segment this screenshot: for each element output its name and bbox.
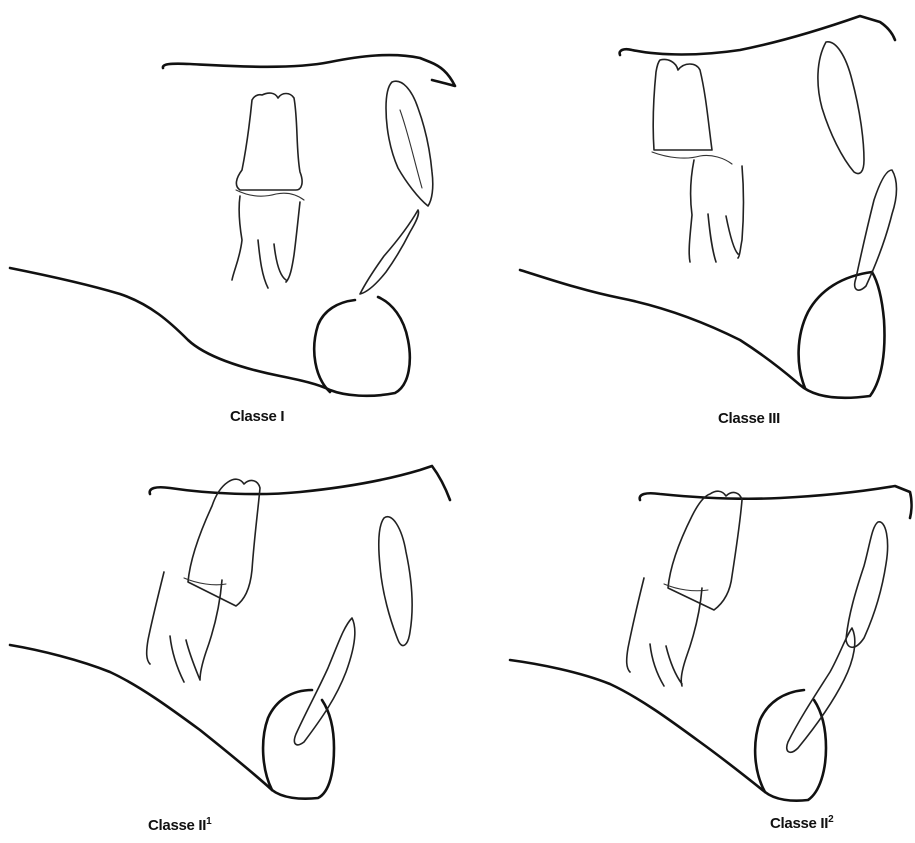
molar-contact-line xyxy=(652,152,732,164)
lower-incisor xyxy=(360,210,419,294)
upper-molar xyxy=(653,59,712,150)
palatal-plane-line xyxy=(640,486,912,518)
chin-curve xyxy=(314,300,355,392)
lower-molar xyxy=(147,572,222,682)
caption-text: Classe I xyxy=(230,408,284,425)
upper-incisor xyxy=(818,42,864,174)
mandible-outline xyxy=(520,270,884,398)
chin-curve xyxy=(755,690,804,792)
lower-incisor xyxy=(855,170,897,290)
palatal-plane-line xyxy=(620,16,895,55)
caption-classe-1: Classe I xyxy=(230,408,284,425)
caption-classe-3: Classe III xyxy=(718,410,780,427)
upper-molar xyxy=(188,479,260,606)
palatal-plane-line xyxy=(150,466,450,500)
caption-text: Classe III xyxy=(718,410,780,427)
panel-classe-1-drawing xyxy=(10,55,455,396)
caption-superscript: 1 xyxy=(206,816,211,827)
lower-molar xyxy=(689,160,743,262)
mandible-outline xyxy=(10,268,410,396)
caption-classe-2-2: Classe II2 xyxy=(770,815,833,832)
lower-incisor xyxy=(294,618,354,745)
panel-classe-2-2-drawing xyxy=(510,486,912,801)
caption-superscript: 2 xyxy=(828,814,833,825)
caption-text: Classe II xyxy=(770,815,828,832)
upper-molar xyxy=(668,491,742,610)
lower-molar xyxy=(232,196,300,288)
upper-incisor xyxy=(379,517,412,646)
mandible-outline xyxy=(510,660,826,801)
molar-contact-line xyxy=(236,190,304,200)
caption-text: Classe II xyxy=(148,817,206,834)
panel-classe-3-drawing xyxy=(520,16,897,398)
palatal-plane-line xyxy=(163,55,455,86)
mandible-outline xyxy=(10,645,334,799)
panel-classe-2-1-drawing xyxy=(10,466,450,799)
lower-molar xyxy=(627,578,702,686)
upper-molar xyxy=(236,93,302,190)
upper-incisor xyxy=(386,81,433,206)
caption-classe-2-1: Classe II1 xyxy=(148,817,211,834)
